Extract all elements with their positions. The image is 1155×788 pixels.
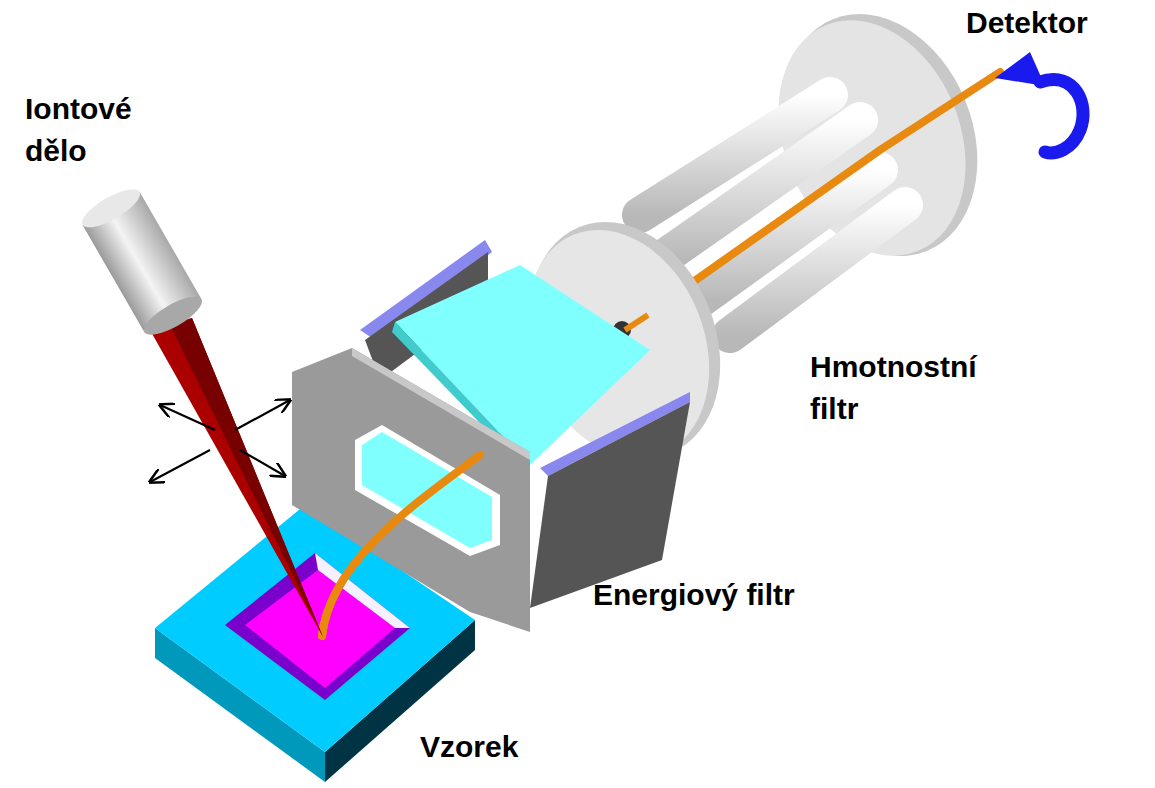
part-label: Detektor	[966, 2, 1136, 44]
part-label: Energiový filtr	[593, 574, 893, 616]
detector	[995, 52, 1083, 153]
scatter-arrows	[150, 400, 290, 482]
part-label: Vzorek	[420, 726, 580, 768]
energy-filter	[292, 240, 690, 636]
part-label: Hmotnostní filtr	[810, 346, 1000, 430]
ion-gun	[77, 182, 323, 637]
part-label: Iontové dělo	[25, 88, 165, 172]
